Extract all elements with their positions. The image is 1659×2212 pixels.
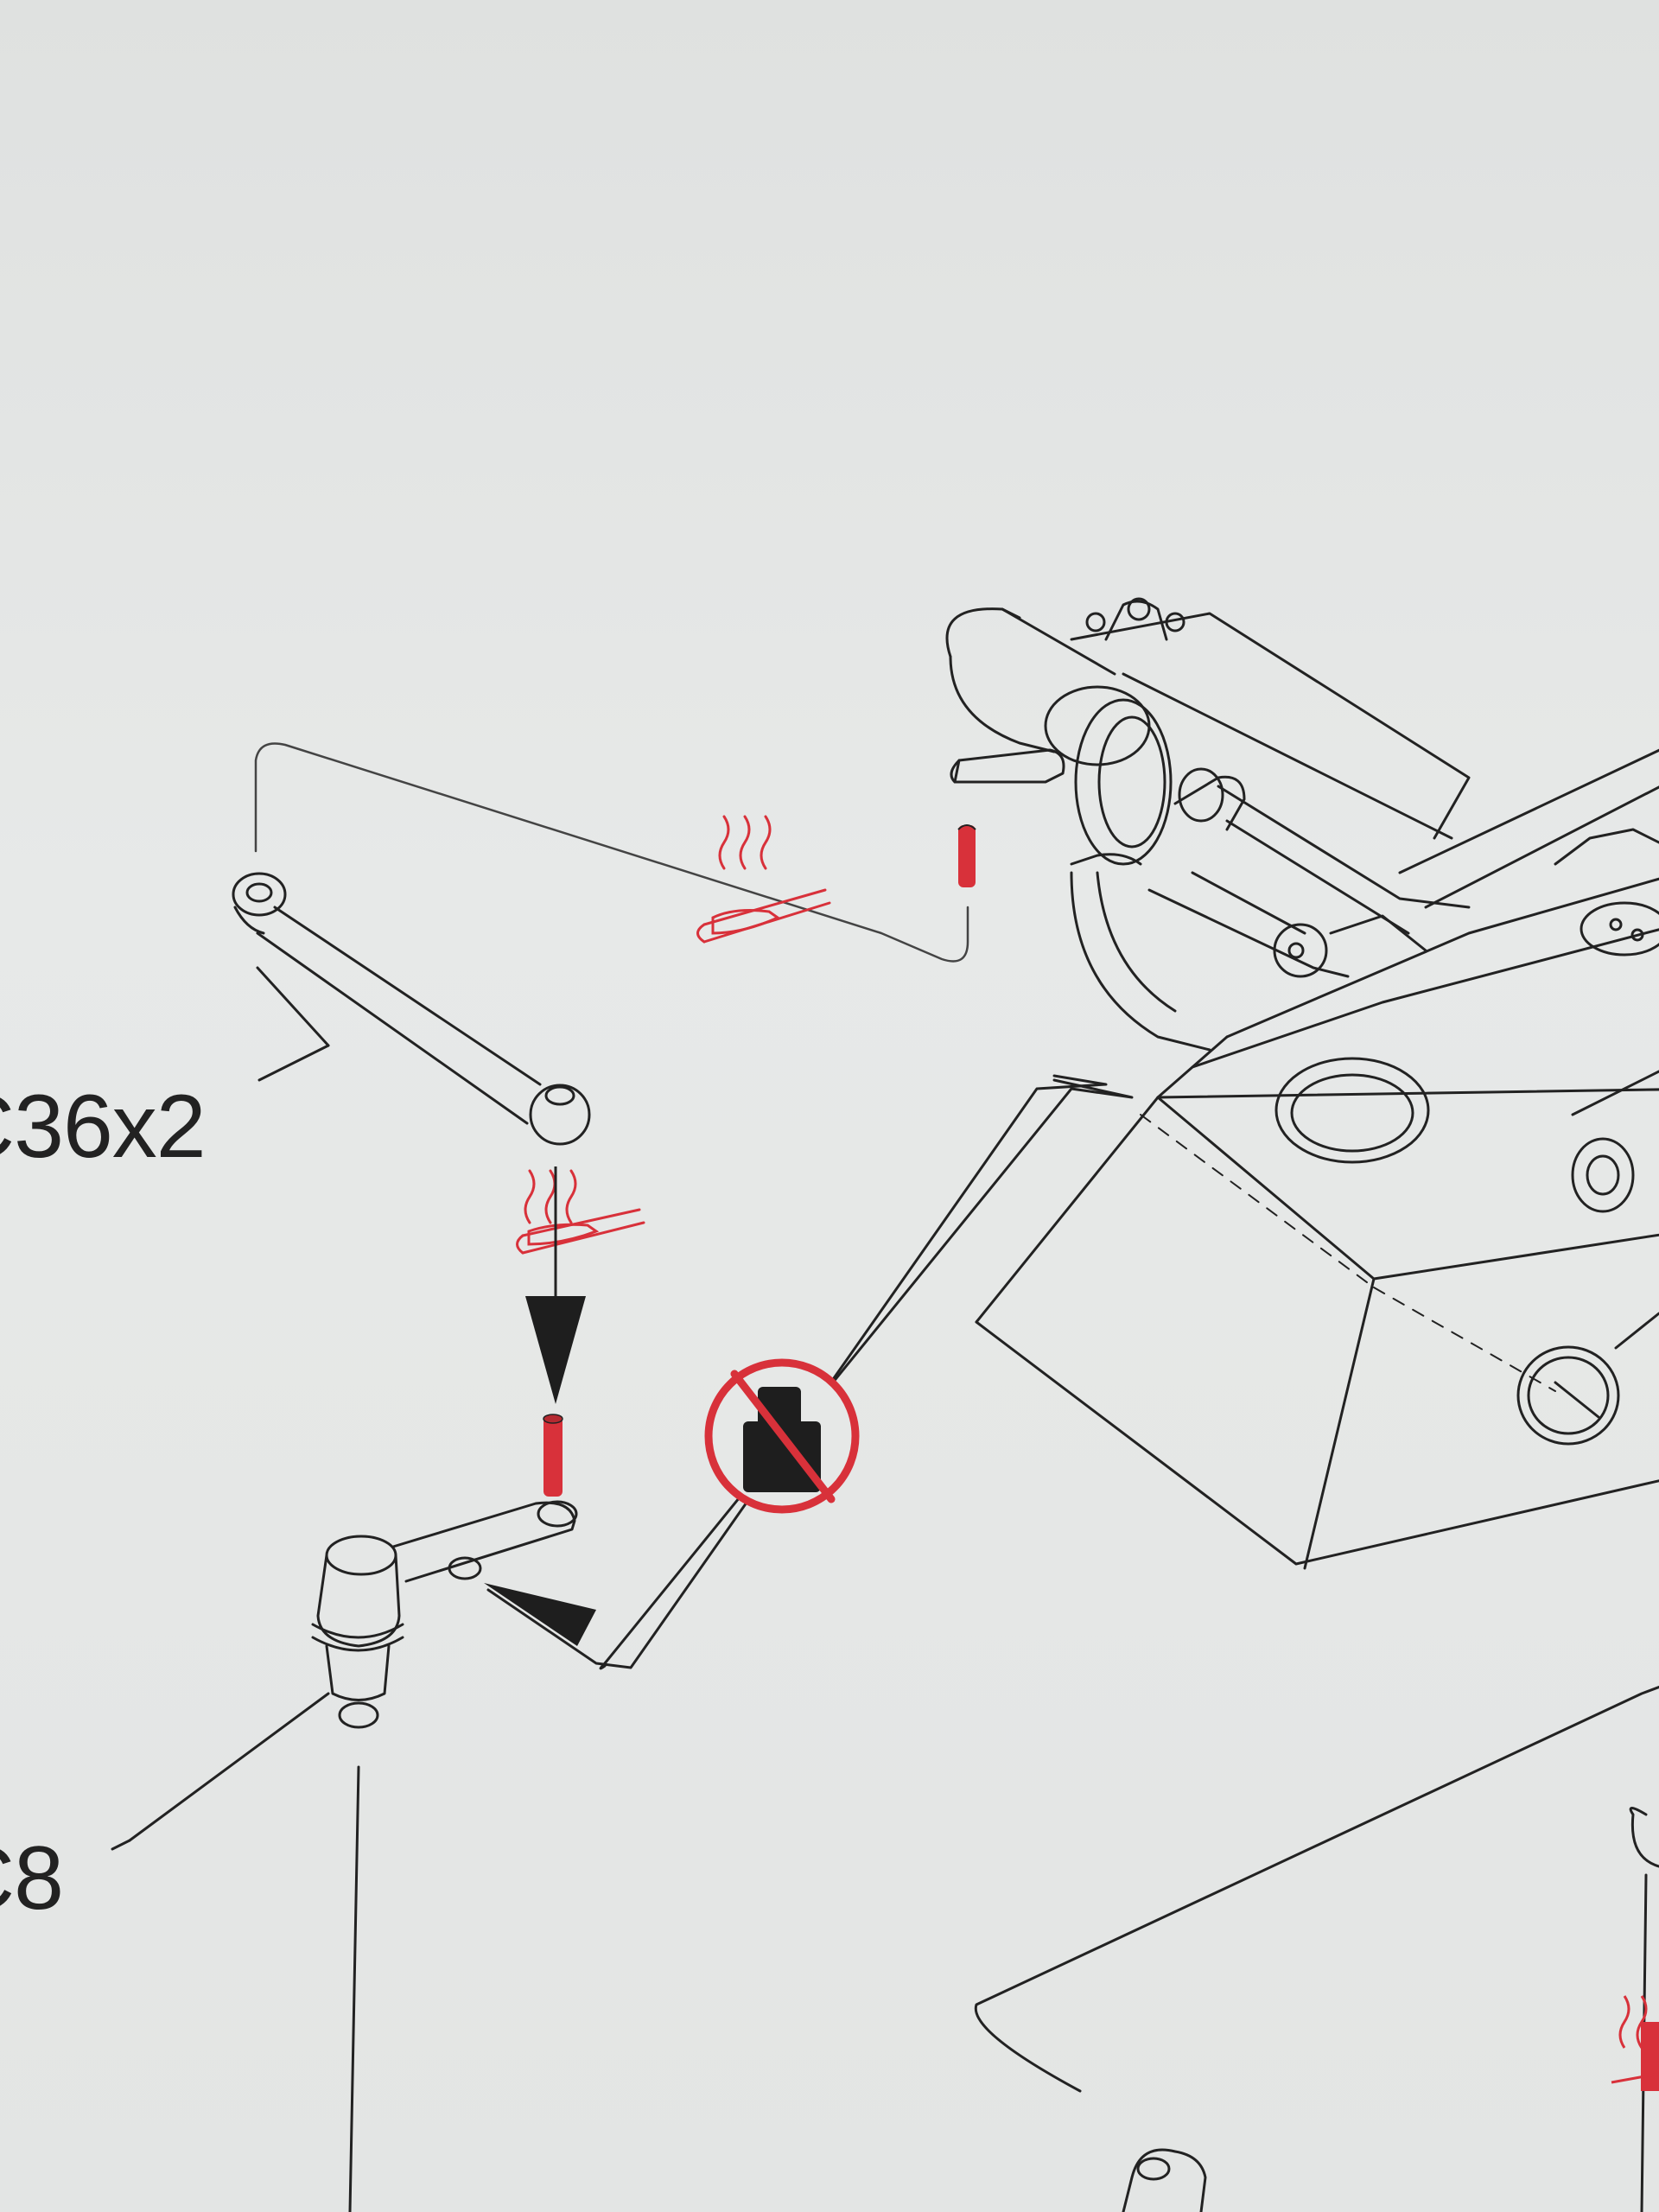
leader-line-c8 xyxy=(128,1692,330,1842)
part-label-c36: C36x2 xyxy=(0,1077,207,1177)
no-cement-icon xyxy=(704,1358,860,1514)
red-pin-upper xyxy=(958,825,976,887)
vertical-leader xyxy=(348,1765,360,2212)
heat-glue-icon-lower xyxy=(516,1169,645,1255)
callout-line-c8 xyxy=(603,1078,1134,1665)
main-hull-assembly xyxy=(975,877,1659,1570)
c8-part xyxy=(111,1500,578,2212)
part-label-c8: C8 xyxy=(0,1828,64,1929)
heat-glue-icon-partial xyxy=(1611,1995,1659,2084)
red-pin-lower xyxy=(543,1417,563,1497)
left-arrow-icon xyxy=(484,1583,596,1646)
upper-sub-assembly xyxy=(945,597,1659,1052)
c36-rod-part xyxy=(232,872,591,1146)
callout-line-c36 xyxy=(254,742,969,963)
bottom-right-parts xyxy=(974,1685,1659,2212)
down-arrow-icon xyxy=(525,1166,586,1404)
leader-line-c36 xyxy=(256,966,330,1047)
heat-glue-icon-upper xyxy=(696,815,831,944)
